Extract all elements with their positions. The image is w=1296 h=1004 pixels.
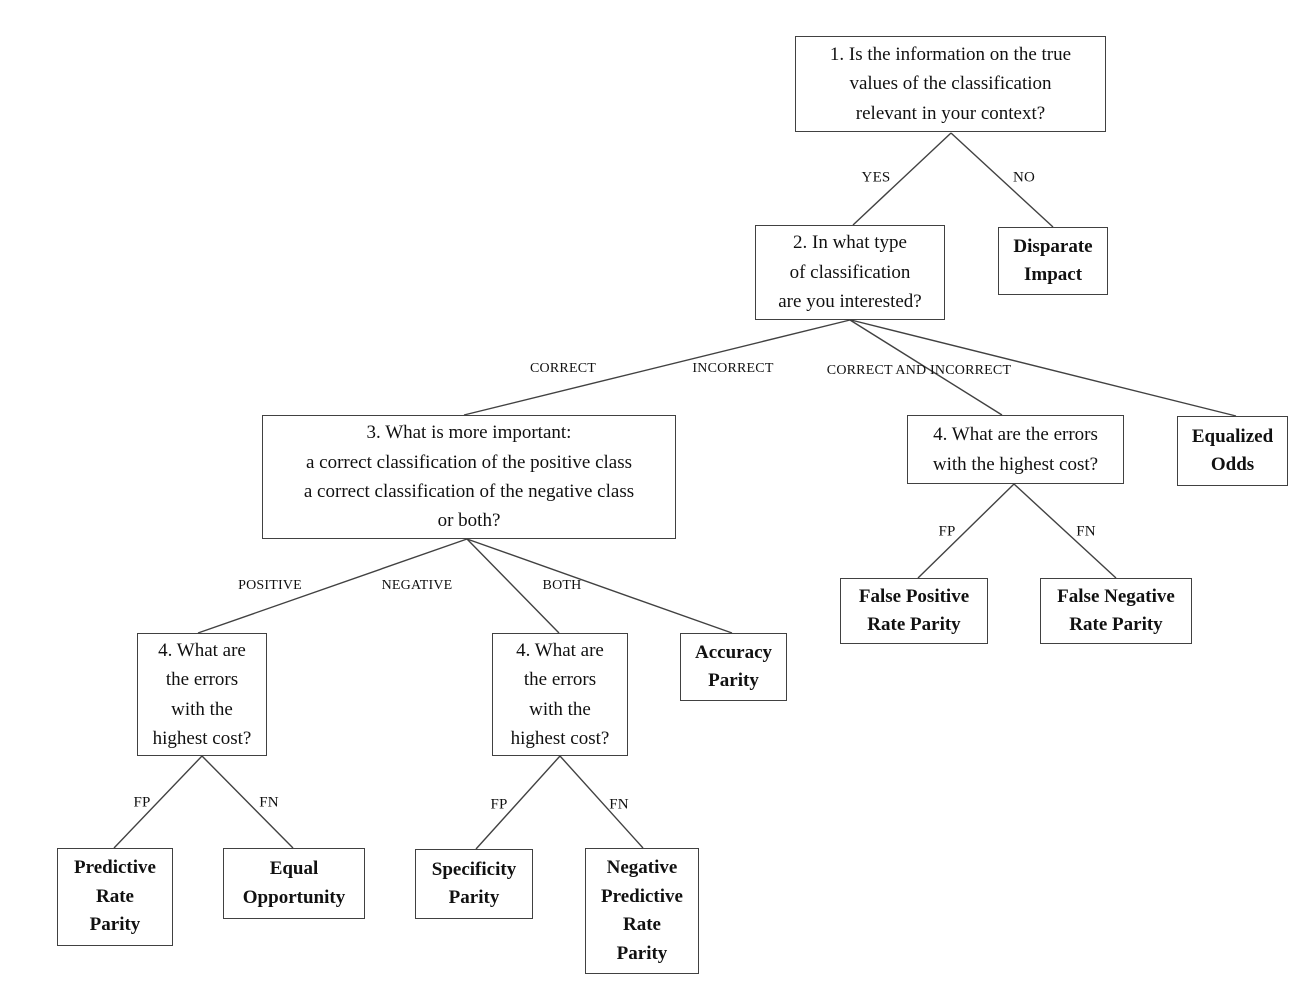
edge-line-q4mid-sp xyxy=(475,755,561,850)
edge-label-fp-left: FP xyxy=(133,794,151,811)
edge-line-q3-accuracy xyxy=(466,538,733,634)
leaf-equal-opportunity: Equal Opportunity xyxy=(223,848,365,919)
question-4-middle-box: 4. What are the errors with the highest … xyxy=(492,633,628,756)
edge-label-yes: YES xyxy=(861,169,891,186)
edge-line-q4right-fnrp xyxy=(1013,483,1117,579)
edge-label-fn-middle: FN xyxy=(609,796,629,813)
edge-label-correct-and-incorrect: CORRECT AND INCORRECT xyxy=(826,363,1012,378)
question-3-box: 3. What is more important: a correct cla… xyxy=(262,415,676,539)
leaf-false-negative-rate-parity: False Negative Rate Parity xyxy=(1040,578,1192,644)
edge-label-incorrect: INCORRECT xyxy=(692,361,774,376)
edge-label-fp-middle: FP xyxy=(490,796,508,813)
edge-label-fp-right: FP xyxy=(938,523,956,540)
question-4-right-box: 4. What are the errors with the highest … xyxy=(907,415,1124,484)
edge-label-correct: CORRECT xyxy=(530,361,596,376)
edge-line-q4left-prp xyxy=(113,755,203,849)
edge-line-q4left-eo xyxy=(201,755,294,849)
edge-label-both: BOTH xyxy=(542,578,582,593)
edge-line-q4right-fprp xyxy=(917,483,1015,579)
leaf-accuracy-parity: Accuracy Parity xyxy=(680,633,787,701)
question-1-box: 1. Is the information on the true values… xyxy=(795,36,1106,132)
leaf-false-positive-rate-parity: False Positive Rate Parity xyxy=(840,578,988,644)
question-4-left-box: 4. What are the errors with the highest … xyxy=(137,633,267,756)
edge-label-fn-right: FN xyxy=(1076,523,1096,540)
leaf-disparate-impact: Disparate Impact xyxy=(998,227,1108,295)
edge-label-no: NO xyxy=(1012,169,1036,186)
edge-label-positive: POSITIVE xyxy=(238,578,302,593)
leaf-predictive-rate-parity: Predictive Rate Parity xyxy=(57,848,173,946)
leaf-specificity-parity: Specificity Parity xyxy=(415,849,533,919)
leaf-equalized-odds: Equalized Odds xyxy=(1177,416,1288,486)
edge-label-negative: NEGATIVE xyxy=(381,578,453,593)
leaf-negative-predictive-rate-parity: Negative Predictive Rate Parity xyxy=(585,848,699,974)
question-2-box: 2. In what type of classification are yo… xyxy=(755,225,945,320)
edge-line-q1-disparate xyxy=(950,132,1054,228)
edge-label-fn-left: FN xyxy=(259,794,279,811)
edge-line-q4mid-nprp xyxy=(559,755,644,849)
edge-line-q2-q3 xyxy=(463,319,851,416)
